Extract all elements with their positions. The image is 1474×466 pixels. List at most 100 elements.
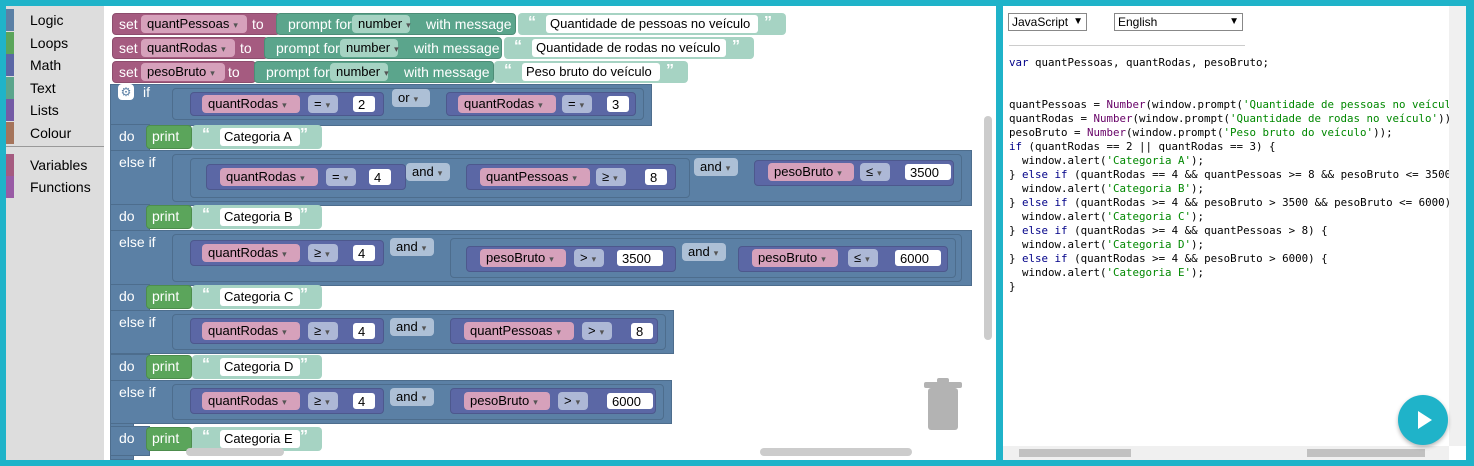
number-field[interactable]: 2 — [352, 95, 376, 113]
toolbox-category-colour[interactable]: Colour — [6, 122, 104, 144]
variable-dropdown[interactable]: quantRodas▾ — [458, 95, 556, 113]
operator-dropdown[interactable]: >▾ — [582, 322, 612, 340]
number-field[interactable]: 4 — [352, 244, 376, 262]
message-text-field[interactable]: Quantidade de rodas no veículo — [532, 39, 726, 57]
variable-dropdown[interactable]: quantRodas▾ — [202, 95, 300, 113]
quote-icon: “ — [514, 38, 522, 56]
logic-op-dropdown[interactable]: and▾ — [390, 388, 434, 406]
workspace-vertical-scrollbar[interactable] — [984, 116, 992, 340]
variable-dropdown[interactable]: quantRodas▾ — [202, 392, 300, 410]
print-text-field[interactable]: Categoria A — [220, 128, 300, 146]
code-line: } else if (quantRodas == 4 && quantPesso… — [1009, 168, 1466, 181]
logic-op-dropdown[interactable]: or▾ — [392, 89, 430, 107]
variable-dropdown[interactable]: quantPessoas▾ — [141, 15, 247, 33]
logic-op-dropdown[interactable]: and▾ — [406, 163, 450, 181]
logic-op-dropdown[interactable]: and▾ — [390, 238, 434, 256]
variable-dropdown-text: pesoBruto — [470, 393, 530, 408]
gear-icon[interactable]: ⚙ — [118, 84, 134, 100]
toolbox-category-loops[interactable]: Loops — [6, 32, 104, 54]
number-field[interactable]: 3 — [606, 95, 630, 113]
type-dropdown[interactable]: number▾ — [352, 15, 411, 33]
type-dropdown[interactable]: number▾ — [330, 63, 389, 81]
do-label: do — [119, 288, 135, 304]
print-block[interactable] — [146, 205, 192, 229]
operator-dropdown[interactable]: ≤▾ — [848, 249, 878, 267]
toolbox-category-math[interactable]: Math — [6, 54, 104, 76]
operator-dropdown[interactable]: =▾ — [326, 168, 356, 186]
locale-select[interactable]: English ▼ — [1114, 13, 1243, 31]
number-field[interactable]: 6000 — [894, 249, 942, 267]
code-line: } else if (quantRodas >= 4 && quantPesso… — [1009, 224, 1328, 237]
toolbox-category-variables[interactable]: Variables — [6, 154, 104, 176]
variable-dropdown[interactable]: quantPessoas▾ — [464, 322, 574, 340]
operator-dropdown-text: ≥ — [314, 393, 322, 408]
workspace-horizontal-scrollbar-left[interactable] — [186, 448, 284, 456]
code-scroll-thumb-right[interactable] — [1307, 449, 1425, 457]
operator-dropdown[interactable]: =▾ — [308, 95, 338, 113]
trash-icon[interactable] — [922, 378, 962, 430]
operator-dropdown[interactable]: ≤▾ — [860, 163, 890, 181]
print-block[interactable] — [146, 285, 192, 309]
message-text-field[interactable]: Peso bruto do veículo — [522, 63, 660, 81]
variable-dropdown[interactable]: pesoBruto▾ — [768, 163, 854, 181]
quote-icon: ” — [300, 356, 308, 374]
print-text-field[interactable]: Categoria E — [220, 430, 300, 448]
print-block[interactable] — [146, 125, 192, 149]
dropdown-arrow-icon: ▾ — [613, 173, 618, 183]
operator-dropdown[interactable]: >▾ — [574, 249, 604, 267]
operator-dropdown-text: > — [588, 323, 596, 338]
operator-dropdown[interactable]: ≥▾ — [308, 322, 338, 340]
number-field-text: 4 — [358, 246, 366, 261]
code-horizontal-scrollbar[interactable] — [1003, 446, 1449, 460]
run-button[interactable] — [1398, 395, 1448, 445]
logic-op-dropdown[interactable]: and▾ — [694, 158, 738, 176]
toolbox-category-logic[interactable]: Logic — [6, 9, 104, 31]
print-text-field[interactable]: Categoria D — [220, 358, 300, 376]
variable-dropdown[interactable]: pesoBruto▾ — [752, 249, 838, 267]
number-field[interactable]: 4 — [352, 322, 376, 340]
number-field[interactable]: 8 — [644, 168, 668, 186]
variable-dropdown[interactable]: quantRodas▾ — [202, 322, 300, 340]
variable-dropdown-text: pesoBruto — [486, 250, 546, 265]
print-text-field[interactable]: Categoria C — [220, 288, 300, 306]
toolbox-category-text[interactable]: Text — [6, 77, 104, 99]
toolbox-category-functions[interactable]: Functions — [6, 176, 104, 198]
type-dropdown[interactable]: number▾ — [340, 39, 399, 57]
number-field[interactable]: 4 — [368, 168, 392, 186]
code-scroll-thumb[interactable] — [1019, 449, 1131, 457]
workspace-horizontal-scrollbar[interactable] — [760, 448, 912, 456]
logic-op-dropdown[interactable]: and▾ — [682, 243, 726, 261]
number-field[interactable]: 3500 — [616, 249, 664, 267]
operator-dropdown[interactable]: >▾ — [558, 392, 588, 410]
code-line: } — [1009, 280, 1016, 293]
variable-dropdown[interactable]: quantRodas▾ — [141, 39, 235, 57]
dropdown-arrow-icon: ▾ — [713, 248, 719, 258]
number-field[interactable]: 8 — [630, 322, 654, 340]
toolbox-category-lists[interactable]: Lists — [6, 99, 104, 121]
number-field[interactable]: 4 — [352, 392, 376, 410]
variable-dropdown[interactable]: quantPessoas▾ — [480, 168, 590, 186]
number-field[interactable]: 6000 — [606, 392, 654, 410]
dropdown-arrow-icon: ▾ — [575, 397, 581, 407]
print-text-field[interactable]: Categoria B — [220, 208, 300, 226]
variable-dropdown[interactable]: pesoBruto▾ — [141, 63, 225, 81]
print-block[interactable] — [146, 427, 192, 451]
code-vertical-scrollbar[interactable] — [1449, 6, 1466, 446]
language-select[interactable]: JavaScript ▼ — [1008, 13, 1087, 31]
operator-dropdown[interactable]: =▾ — [562, 95, 592, 113]
to-label-text: to — [240, 40, 252, 56]
operator-dropdown-text: = — [568, 96, 576, 111]
variable-dropdown[interactable]: quantRodas▾ — [202, 244, 300, 262]
variable-dropdown[interactable]: pesoBruto▾ — [464, 392, 550, 410]
logic-op-dropdown[interactable]: and▾ — [390, 318, 434, 336]
variable-dropdown[interactable]: pesoBruto▾ — [480, 249, 566, 267]
operator-dropdown[interactable]: ≥▾ — [308, 244, 338, 262]
variable-dropdown[interactable]: quantRodas▾ — [220, 168, 318, 186]
operator-dropdown[interactable]: ≥▾ — [596, 168, 626, 186]
operator-dropdown[interactable]: ≥▾ — [308, 392, 338, 410]
message-text-field[interactable]: Quantidade de pessoas no veículo — [546, 15, 758, 33]
print-block[interactable] — [146, 355, 192, 379]
number-field[interactable]: 3500 — [904, 163, 952, 181]
